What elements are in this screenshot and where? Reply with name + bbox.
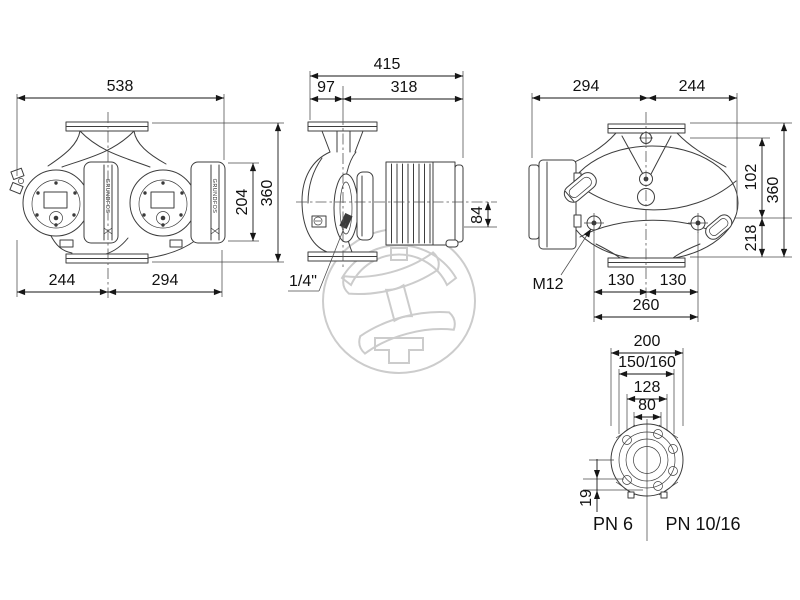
flange-pn10-16-label: PN 10/16: [665, 514, 740, 534]
dim-flange-hub: 128: [634, 379, 661, 396]
flange-drawing: [589, 419, 684, 541]
dim-rear-total-height: 360: [765, 177, 782, 204]
dim-front-right-width: 294: [152, 272, 179, 289]
side-vent-plug: [311, 215, 327, 228]
front-right-brand-label: GRUNDFOS: [211, 179, 217, 214]
dim-front-left-width: 244: [49, 272, 76, 289]
flange-dimensions-upper: 200 150/160 128 80: [610, 333, 684, 448]
front-left-pump-head: GRUNDFOS: [9, 161, 119, 248]
side-motor-end-cap: [454, 164, 464, 243]
dim-front-total-height: 360: [259, 180, 276, 207]
rear-plug-lower-right: [705, 214, 733, 240]
flange-dimension-19: 19: [578, 459, 643, 512]
front-right-control-box: [190, 161, 226, 244]
side-view: 415 97 318 84 1/4": [288, 56, 497, 292]
dim-front-box-height: 204: [234, 189, 251, 216]
front-dimensions: 538 360 204 244 294: [16, 78, 284, 297]
side-pump-body: [301, 121, 464, 262]
dim-rear-bolt-span: 260: [633, 297, 660, 314]
dim-side-flange-depth: 97: [317, 79, 335, 96]
front-right-pump-head: GRUNDFOS: [129, 161, 226, 248]
front-right-face-bolts: [142, 181, 184, 227]
dim-rear-upper-height: 102: [743, 164, 760, 191]
front-housing: [47, 121, 197, 259]
flange-view: 200 150/160 128 80: [578, 333, 741, 541]
dim-rear-left-width: 294: [573, 78, 600, 95]
side-fin-lines: [391, 163, 431, 244]
side-motor-body: [432, 161, 456, 246]
dim-flange-bore: 80: [638, 397, 656, 414]
rear-bolt-left: [584, 213, 604, 233]
rear-pump-body: [528, 123, 739, 268]
front-view: GRUNDFOS: [9, 78, 284, 298]
flange-pn6-label: PN 6: [593, 514, 633, 534]
front-right-foot: [169, 239, 183, 248]
front-right-knob: [156, 211, 170, 225]
dim-front-total-width: 538: [107, 78, 134, 95]
rear-view: 294 244 102 218 360 M12 130 130 260: [528, 78, 792, 322]
side-dimensions: 415 97 318 84 1/4": [288, 56, 497, 292]
flange-holes-pn6: [622, 435, 632, 485]
dim-side-motor-depth: 318: [391, 79, 418, 96]
rear-bolt-right: [688, 213, 708, 233]
dim-rear-bolt-thread: M12: [532, 276, 563, 293]
side-motor-fins: [385, 161, 434, 246]
side-clamp-screw: [339, 212, 353, 230]
dim-rear-bolt-left: 130: [608, 272, 635, 289]
front-left-foot: [59, 239, 74, 248]
dim-side-axis-offset: 84: [469, 206, 486, 224]
dim-rear-bolt-right: 130: [660, 272, 687, 289]
watermark-logo: [322, 228, 476, 374]
flange-holes-pn10-16: [653, 429, 678, 491]
dim-side-total-depth: 415: [374, 56, 401, 73]
front-vent-plugs: [9, 167, 25, 195]
dim-rear-lower-height: 218: [743, 225, 760, 252]
front-left-control-box: [83, 161, 119, 244]
rear-plug-upper-left: [563, 172, 597, 203]
front-left-display: [43, 191, 68, 209]
dim-flange-bolt-circle: 150/160: [618, 354, 676, 371]
front-left-brand-label: GRUNDFOS: [104, 179, 110, 214]
side-rotor-can: [356, 171, 374, 241]
dim-flange-od: 200: [634, 333, 661, 350]
rear-terminal-box: [528, 159, 582, 250]
dim-rear-right-width: 244: [679, 78, 706, 95]
front-right-display: [150, 191, 175, 209]
rear-dimensions: 294 244 102 218 360 M12 130 130 260: [531, 78, 792, 322]
dim-side-vent-plug: 1/4": [289, 273, 317, 290]
front-left-knob: [49, 211, 63, 225]
side-clamp-ring: [333, 173, 359, 243]
dim-flange-hole-offset: 19: [578, 489, 595, 507]
